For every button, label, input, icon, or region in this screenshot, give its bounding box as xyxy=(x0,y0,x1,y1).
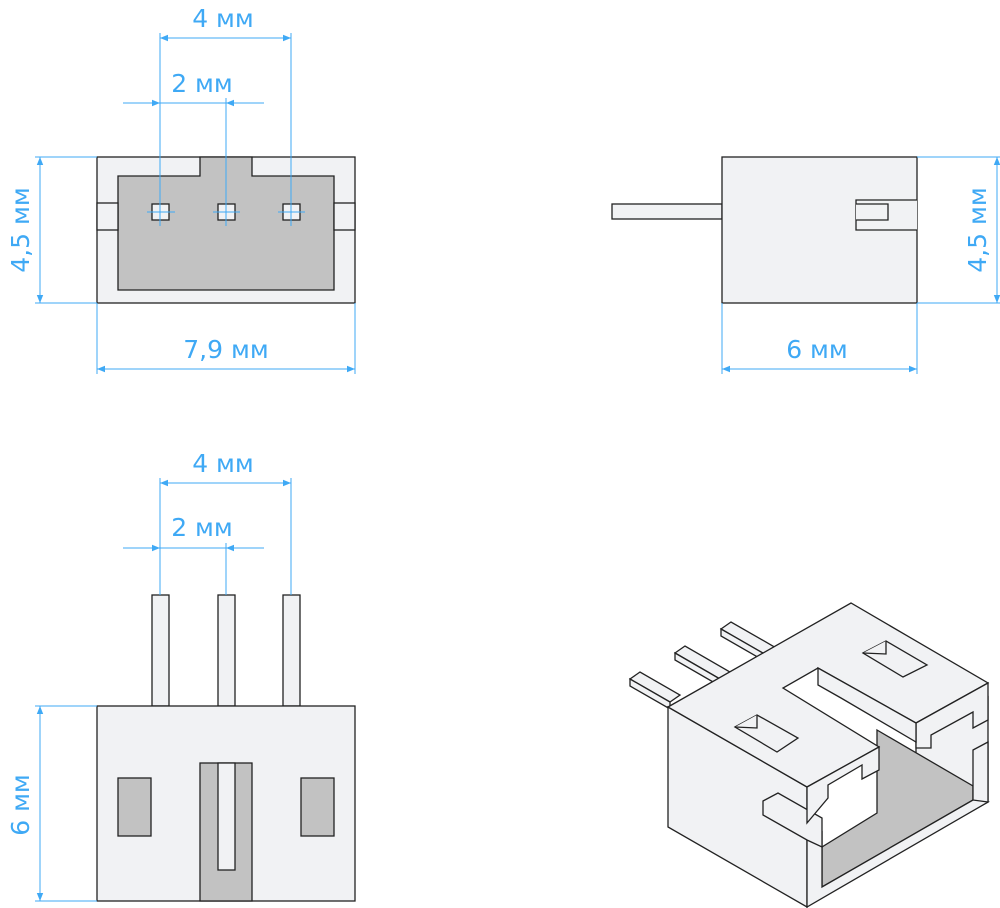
pin-2-top xyxy=(217,594,236,707)
side-view: 4,5 мм 6 мм xyxy=(611,156,1000,374)
iso-pins xyxy=(628,621,780,711)
dim-label-depth: 6 мм xyxy=(786,335,848,364)
dim-label-height: 4,5 мм xyxy=(6,187,35,272)
pin-side xyxy=(611,203,723,220)
dim-label-top-depth: 6 мм xyxy=(6,774,35,836)
side-slot-right xyxy=(333,202,356,231)
window-left xyxy=(117,777,152,837)
dim-label-pitch: 2 мм xyxy=(171,69,233,98)
dim-label-top-pitch: 2 мм xyxy=(171,513,233,542)
isometric-view xyxy=(628,602,990,908)
side-slot-left xyxy=(96,202,119,231)
dim-label-width: 7,9 мм xyxy=(183,335,268,364)
front-view: 4 мм 2 мм 4,5 мм 7,9 мм xyxy=(6,4,356,374)
latch-tongue xyxy=(217,762,236,871)
top-view: 4 мм 2 мм 6 мм xyxy=(6,449,356,902)
dim-label-pitch-total: 4 мм xyxy=(192,4,254,33)
pin-3-top xyxy=(282,594,301,707)
iso-side-slot xyxy=(762,792,823,849)
dim-label-side-height: 4,5 мм xyxy=(963,187,992,272)
window-right xyxy=(300,777,335,837)
dim-label-top-pitch-total: 4 мм xyxy=(192,449,254,478)
pin-1-top xyxy=(151,594,170,707)
